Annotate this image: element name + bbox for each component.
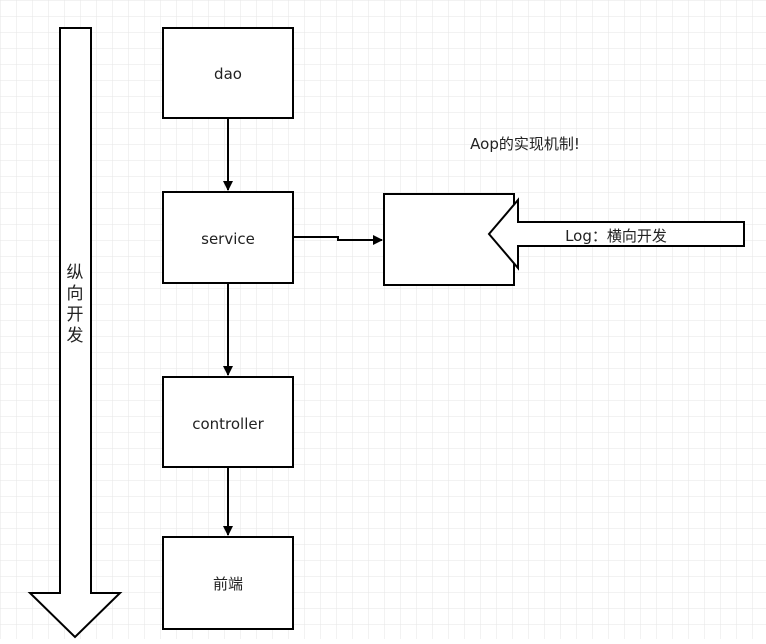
node-service[interactable]: service [162, 191, 294, 284]
node-controller-box[interactable] [162, 376, 294, 468]
vertical-arrow-label-char-3: 开 [67, 305, 84, 325]
edge-service-to-proxy [293, 235, 383, 245]
node-proxy-box[interactable] [383, 193, 515, 286]
vertical-development-arrow[interactable] [27, 27, 123, 639]
horizontal-arrow-label: Log：横向开发 [565, 227, 667, 245]
node-service-label: service [201, 230, 255, 248]
node-frontend-label: 前端 [213, 575, 243, 593]
vertical-arrow-label-char-4: 发 [67, 326, 84, 346]
node-dao-label: dao [214, 65, 242, 83]
diagram-title: Aop的实现机制! [470, 135, 580, 153]
node-frontend-box[interactable] [162, 536, 294, 630]
node-dao[interactable]: dao [162, 27, 294, 119]
node-frontend[interactable]: 前端 [162, 536, 294, 630]
horizontal-log-arrow[interactable] [487, 197, 745, 271]
vertical-arrow-label-char-2: 向 [67, 284, 84, 304]
node-controller-label: controller [192, 415, 264, 433]
node-service-box[interactable] [162, 191, 294, 284]
node-controller[interactable]: controller [162, 376, 294, 468]
node-dao-box[interactable] [162, 27, 294, 119]
vertical-arrow-label-char-1: 纵 [67, 263, 84, 283]
